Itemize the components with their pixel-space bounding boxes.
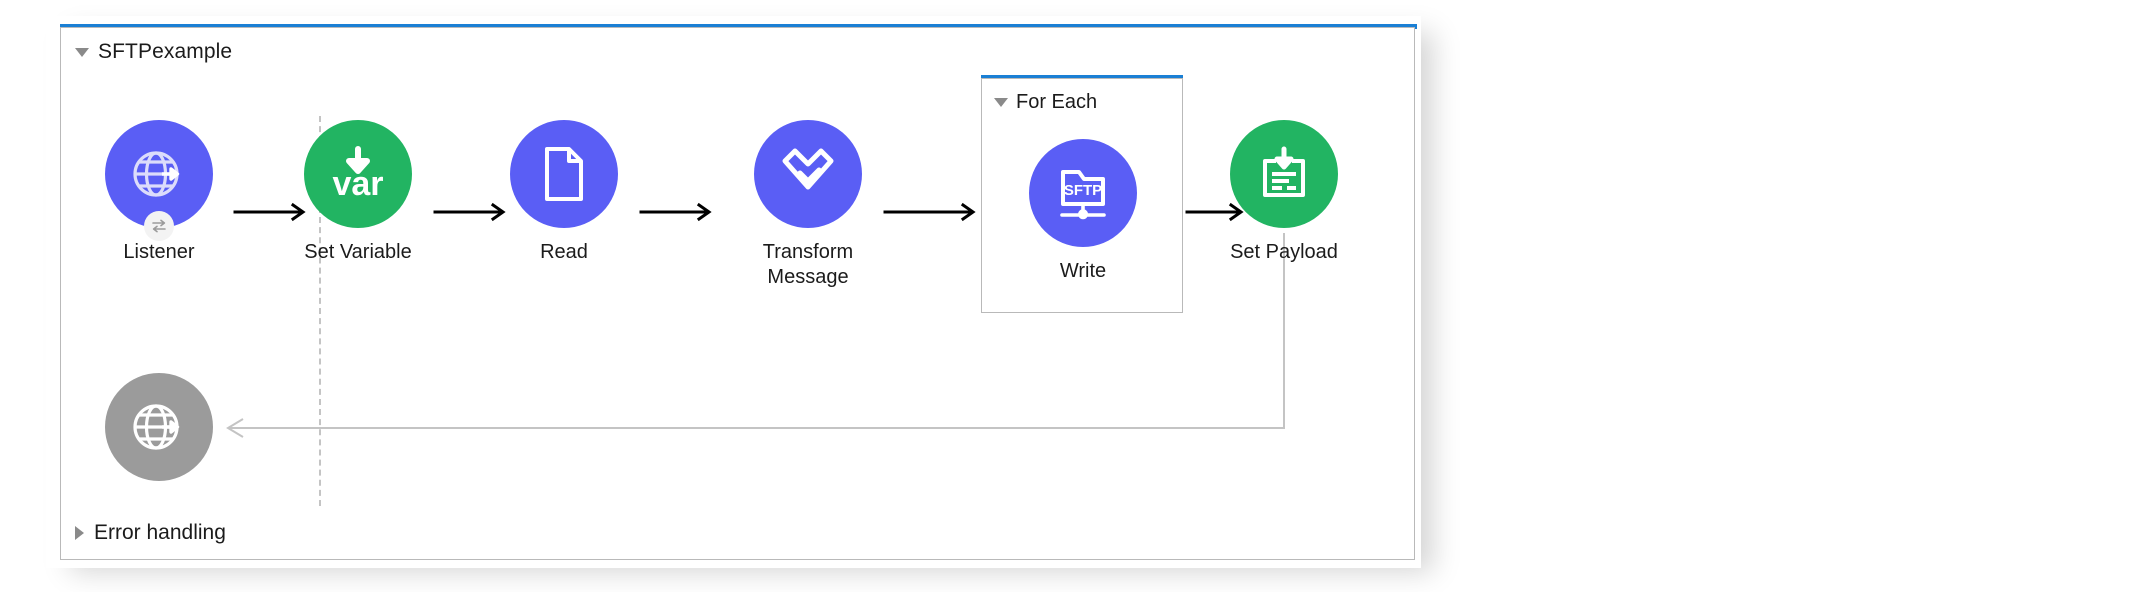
node-listener[interactable]: Listener	[84, 120, 234, 265]
error-handling-section[interactable]: Error handling	[75, 521, 226, 545]
node-icon-circle: var	[304, 120, 412, 228]
node-label: Set Payload	[1230, 241, 1338, 263]
node-transform-message[interactable]: Transform Message	[733, 120, 883, 290]
node-icon-circle	[105, 120, 213, 241]
connector-set-variable-to-read	[433, 200, 511, 224]
node-icon-circle	[1230, 120, 1338, 228]
triangle-right-icon[interactable]	[75, 526, 84, 540]
flow-container[interactable]: SFTPexample	[60, 27, 1415, 560]
scope-header[interactable]: For Each	[994, 91, 1097, 114]
connector-read-to-transform-message	[639, 200, 717, 224]
var-down-arrow-icon: var	[332, 146, 384, 203]
node-label: Write	[1059, 260, 1107, 282]
node-write[interactable]: SFTP Write	[1008, 139, 1158, 284]
scope-accent-stripe	[981, 75, 1183, 79]
set-payload-icon	[1263, 146, 1305, 197]
node-label: Read	[540, 241, 588, 263]
connector-transform-message-to-for-each	[883, 200, 981, 224]
triangle-down-icon[interactable]	[994, 98, 1008, 107]
scope-for-each[interactable]: For Each SFTP Write	[981, 78, 1183, 313]
dataweave-icon	[782, 148, 834, 190]
return-path-connector	[226, 233, 1285, 438]
node-icon-circle	[105, 373, 213, 481]
node-icon-circle	[754, 120, 862, 228]
node-label: Listener	[123, 241, 195, 263]
node-read[interactable]: Read	[489, 120, 639, 265]
sftp-folder-icon: SFTP	[1060, 170, 1106, 220]
sftp-label: SFTP	[1064, 182, 1102, 199]
node-label: Transform Message	[762, 241, 854, 288]
globe-arrow-icon	[133, 404, 180, 450]
node-label: Set Variable	[304, 241, 412, 263]
document-icon	[545, 147, 583, 201]
node-icon-circle	[510, 120, 618, 228]
error-handling-label: Error handling	[94, 521, 226, 544]
globe-arrow-icon	[133, 151, 180, 197]
scope-title: For Each	[1016, 91, 1098, 113]
flow-header[interactable]: SFTPexample	[75, 40, 232, 64]
request-reply-icon	[152, 219, 166, 233]
node-response-listener[interactable]	[84, 373, 234, 481]
connector-for-each-to-set-payload	[1185, 200, 1249, 224]
node-icon-circle: SFTP	[1029, 139, 1137, 247]
request-reply-badge	[144, 211, 174, 241]
node-set-payload[interactable]: Set Payload	[1209, 120, 1359, 265]
page-title: SFTPexample	[98, 40, 233, 63]
triangle-down-icon[interactable]	[75, 47, 89, 57]
connector-listener-to-set-variable	[233, 200, 311, 224]
flow-accent-stripe	[60, 24, 1417, 29]
var-label: var	[332, 165, 383, 203]
node-set-variable[interactable]: var Set Variable	[283, 120, 433, 265]
